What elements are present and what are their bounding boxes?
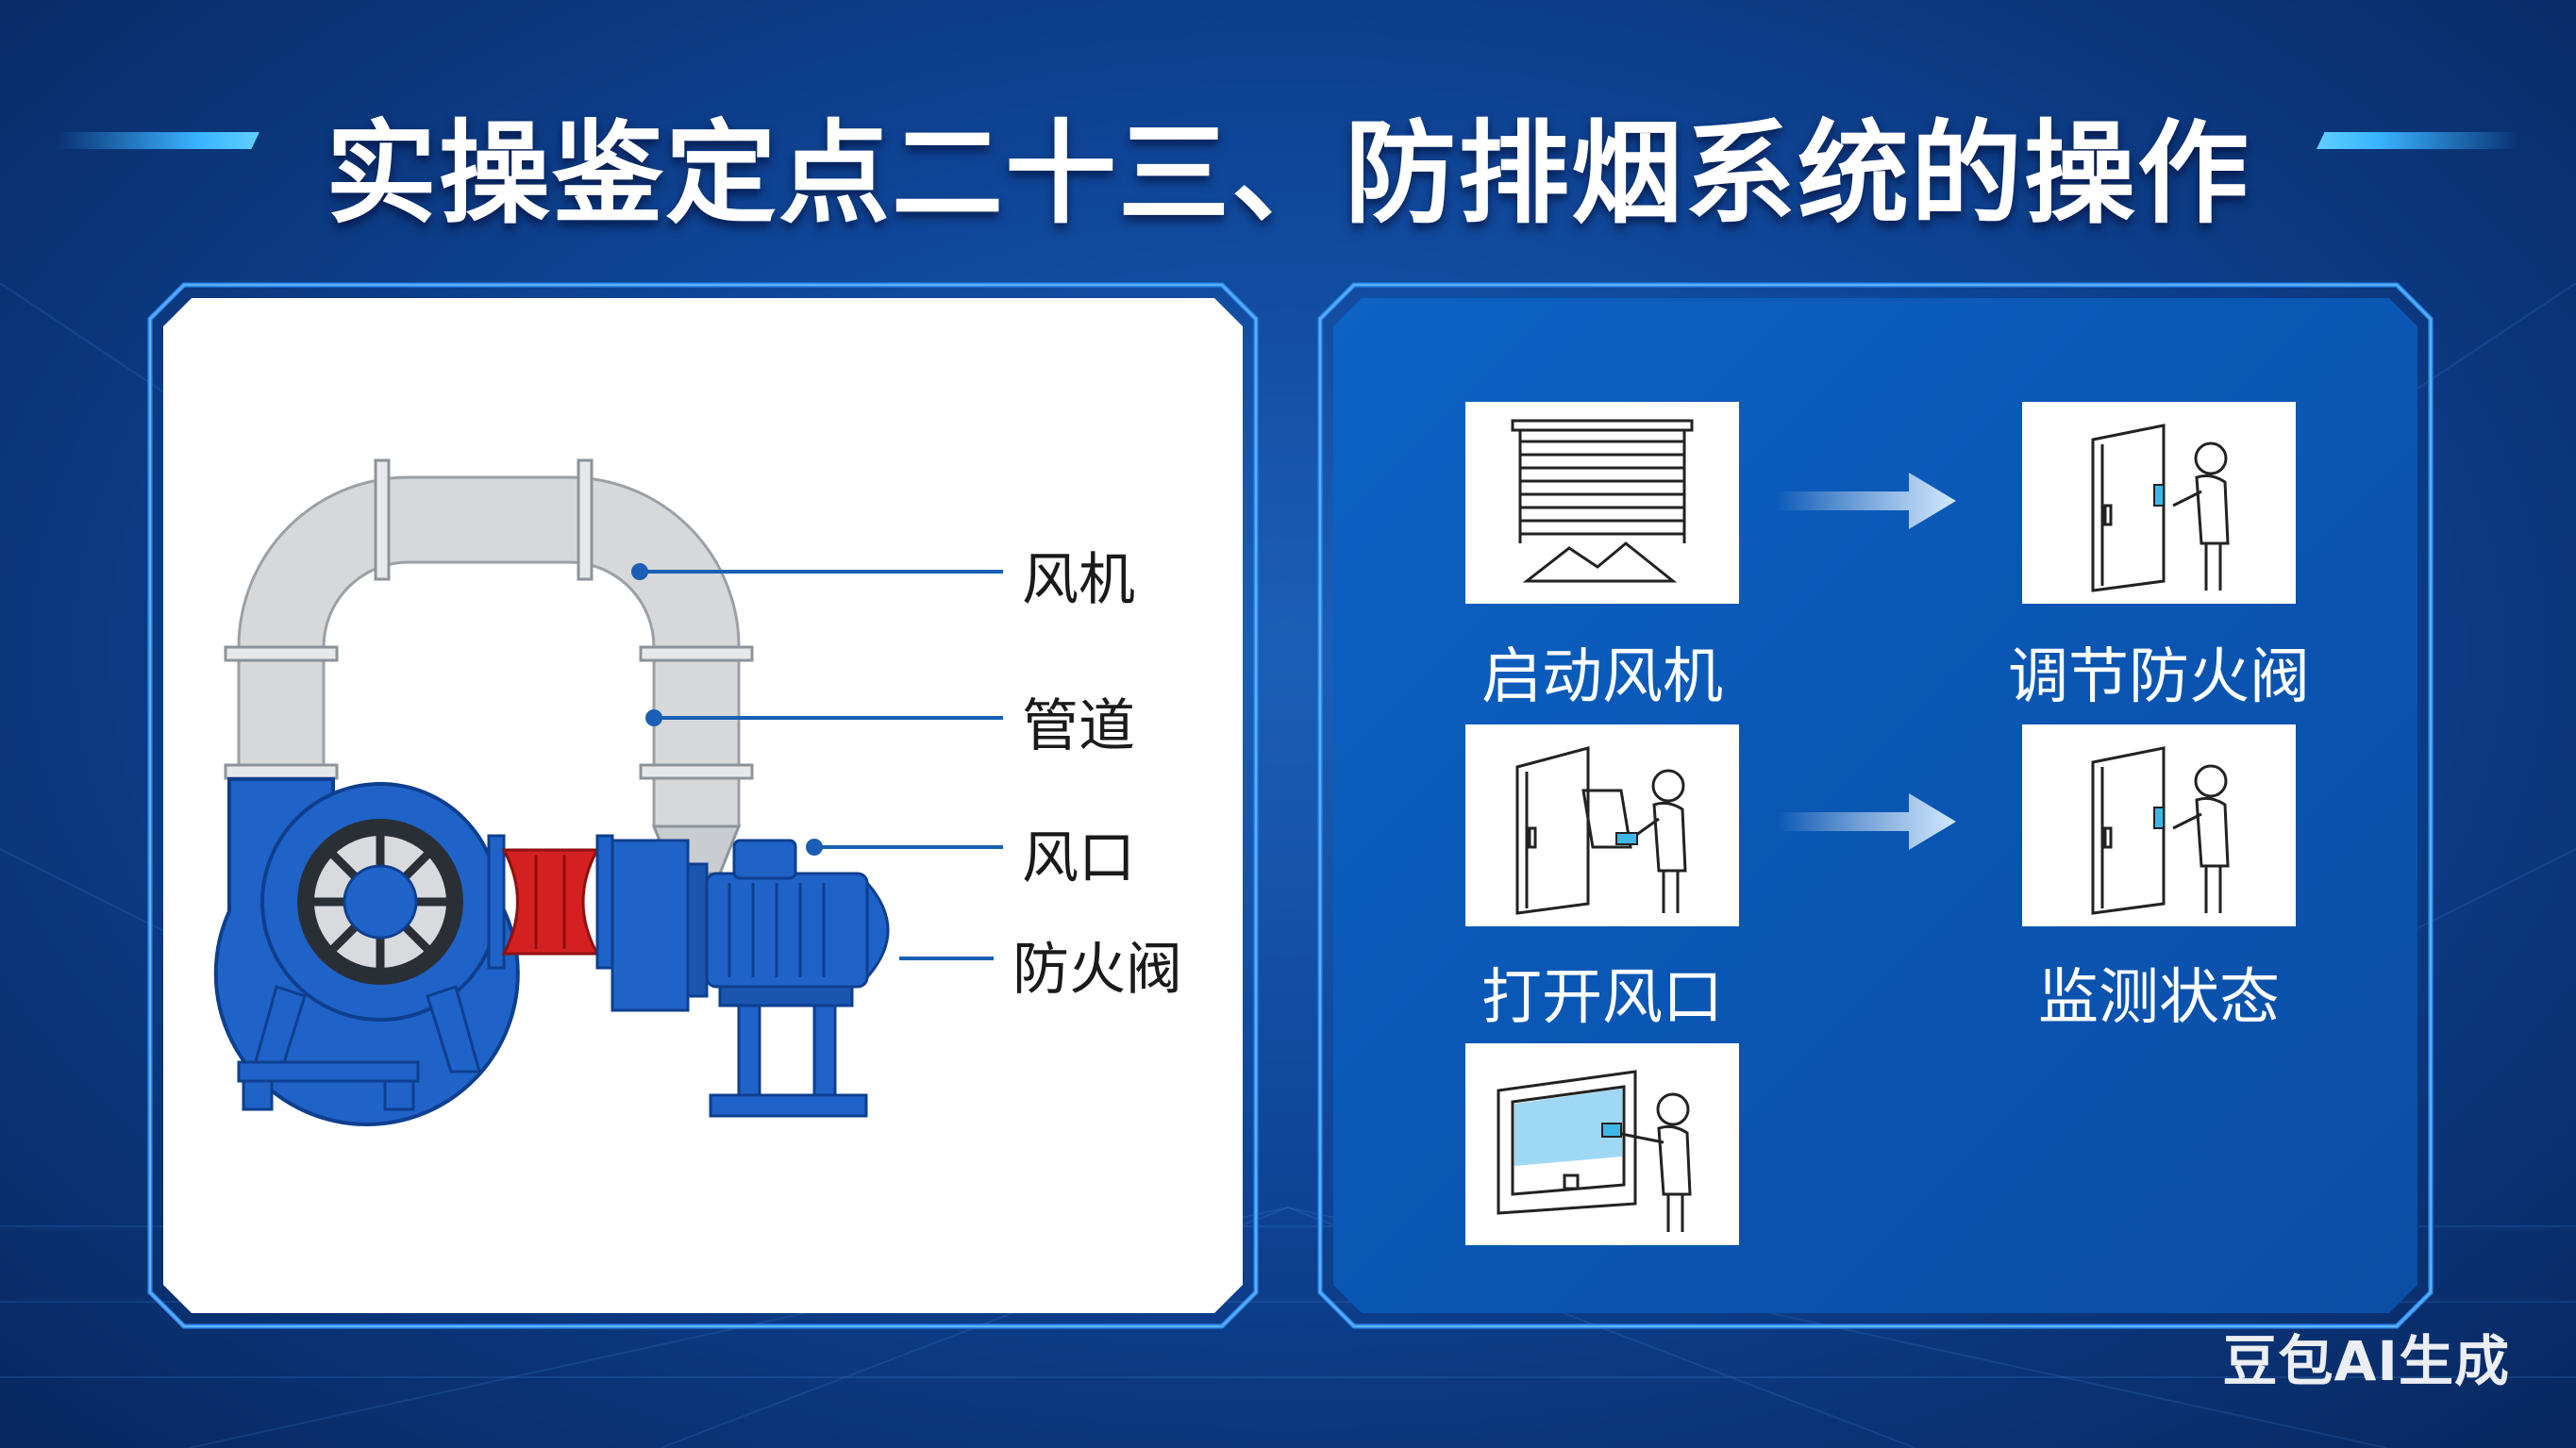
step-4-label: 监测状态: [2038, 963, 2280, 1033]
steps-panel-border: [1317, 282, 2434, 1329]
label-fan: 风机: [1022, 547, 1135, 613]
fire-damper: [489, 836, 612, 968]
step-1-image: [1465, 402, 1739, 604]
person-at-door-icon: [2022, 724, 2296, 926]
steps-panel: 启动风机 调节防火阀: [1316, 281, 2434, 1330]
steps-canvas: 启动风机 调节防火阀: [1333, 298, 2417, 1313]
person-at-window-icon: [1465, 1043, 1739, 1245]
diagram-panel: 风机 管道 风口 防火阀: [146, 281, 1260, 1330]
arrow-right-icon: [1777, 784, 1965, 859]
step-4-image: [2022, 724, 2296, 926]
title-decoration-right: [2317, 132, 2519, 149]
person-at-door-icon: [2022, 402, 2296, 604]
diagram-panel-border: [147, 282, 1259, 1329]
ai-generated-watermark: 豆包AI生成: [2222, 1329, 2510, 1393]
step-1-label: 启动风机: [1481, 642, 1723, 712]
step-3-label: 打开风口: [1481, 963, 1723, 1033]
person-opening-door-icon: [1465, 724, 1739, 926]
label-vent: 风口: [1022, 825, 1135, 891]
arrow-right-icon: [1777, 463, 1965, 539]
motor: [707, 841, 888, 1116]
title-decoration-left: [57, 132, 259, 149]
smoke-exhaust-fan-diagram: [163, 298, 1243, 1313]
label-fire-damper: 防火阀: [1012, 937, 1182, 1003]
step-3-image: [1465, 724, 1739, 926]
label-duct: 管道: [1022, 693, 1135, 759]
step-2-label: 调节防火阀: [2008, 642, 2310, 712]
step-5-image: [1465, 1043, 1739, 1245]
step-2-image: [2022, 402, 2296, 604]
diagram-canvas: 风机 管道 风口 防火阀: [163, 298, 1243, 1313]
window-blind-icon: [1465, 402, 1739, 604]
page-title: 实操鉴定点二十三、防排烟系统的操作: [325, 108, 2250, 239]
